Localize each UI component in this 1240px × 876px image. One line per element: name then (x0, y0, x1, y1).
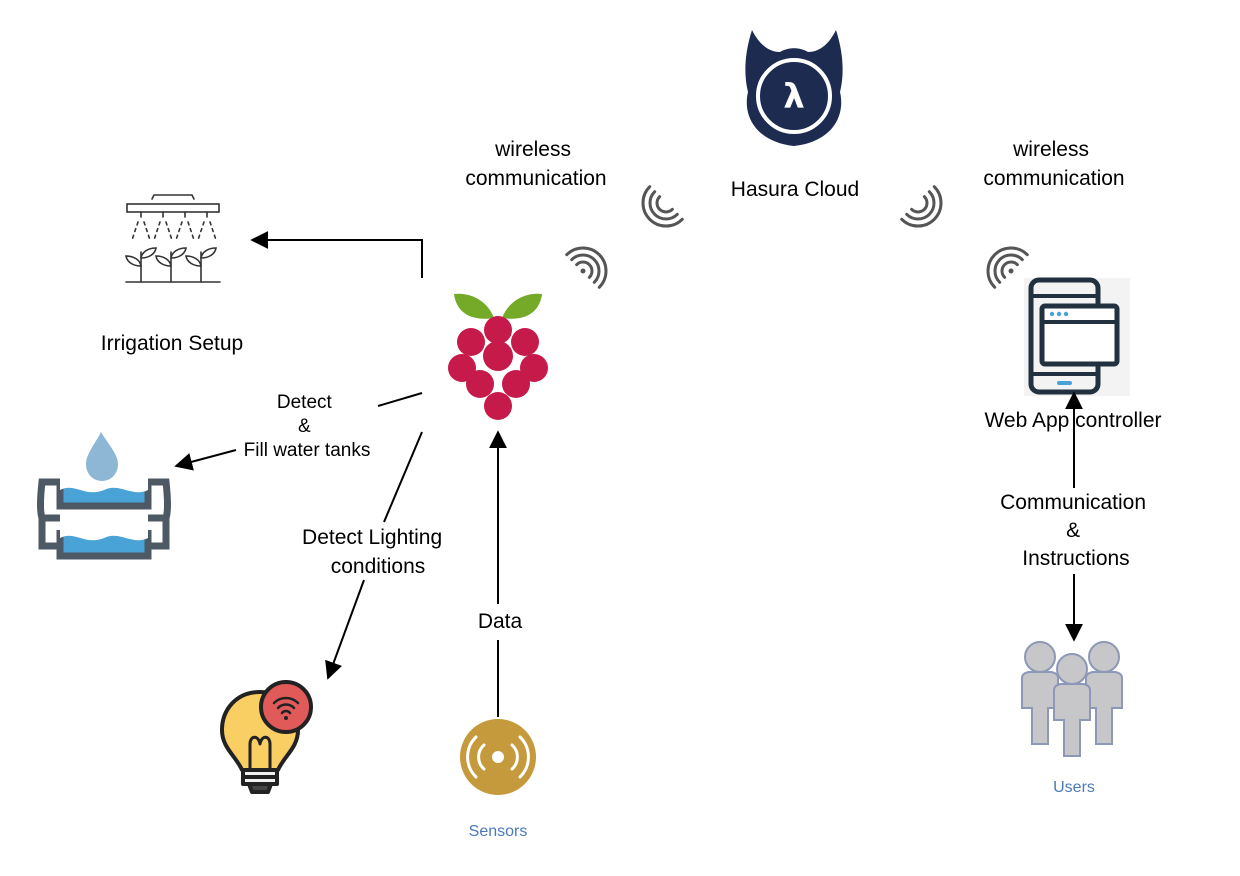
hasura-logo-icon: λ (745, 30, 843, 146)
irrigation-sprinkler-icon (125, 194, 221, 283)
edge-pi-to-lighting-a (383, 431, 423, 523)
water-tank-icon (37, 432, 171, 560)
edge-pi-to-tank-a (377, 392, 423, 407)
sensors-label: Sensors (469, 823, 528, 840)
data-edge-label: Data (478, 610, 523, 633)
lighting-label: Detect Lighting conditions (302, 526, 448, 578)
wifi-signal-icon (986, 246, 1029, 289)
wifi-signal-icon (565, 246, 608, 289)
users-group-icon (1021, 641, 1123, 757)
svg-text:λ: λ (783, 77, 805, 117)
sensor-icon (460, 719, 536, 795)
edge-pi-to-irrigation (250, 231, 423, 278)
raspberry-pi-icon (448, 293, 548, 420)
wifi-signal-icon (641, 185, 684, 228)
wireless-left-label: wireless communication (465, 138, 606, 190)
edge-pi-to-tank-b (174, 449, 237, 471)
comm-edge-label: Communication & Instructions (1000, 491, 1152, 570)
web-app-label: Web App controller (984, 409, 1161, 432)
edge-pi-to-lighting-b (325, 579, 365, 680)
smart-bulb-icon (220, 680, 313, 794)
wireless-right-label: wireless communication (983, 138, 1124, 190)
cloud-label: Hasura Cloud (731, 178, 859, 201)
irrigation-label: Irrigation Setup (101, 332, 243, 355)
users-label: Users (1053, 779, 1095, 796)
mobile-web-app-icon (1024, 277, 1130, 396)
wifi-signal-icon (900, 185, 943, 228)
water-tanks-label: Detect & Fill water tanks (244, 392, 371, 461)
